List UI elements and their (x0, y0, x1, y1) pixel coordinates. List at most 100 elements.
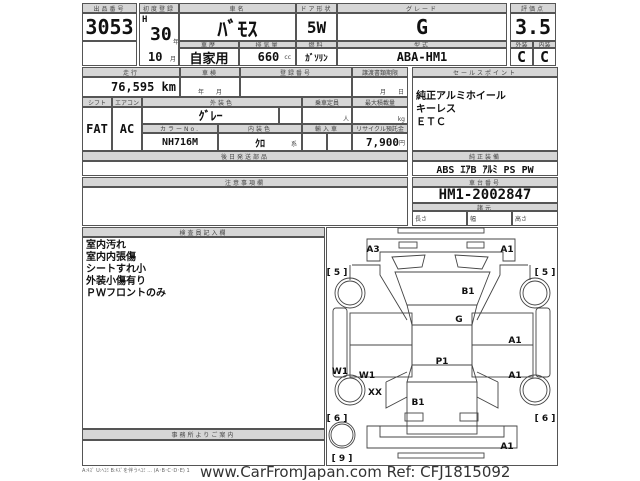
inspection-expiry: 年 月 (180, 77, 240, 97)
interior-color-value: ｸﾛ (255, 138, 265, 150)
rear-hatch (406, 381, 478, 435)
max-load-header: 最大積載量 (352, 97, 408, 107)
inspector-note: ＰＷフロントのみ (86, 288, 166, 299)
seats-unit: 人 (302, 107, 352, 124)
door-type: 5W (296, 13, 337, 41)
wheel-front-right (519, 277, 551, 309)
era: H (142, 15, 148, 25)
recycle-value: 7,900 (365, 135, 399, 149)
damage-mark: [ 6 ] (327, 414, 348, 424)
aircon: AC (112, 107, 142, 151)
month-unit: 月 (170, 56, 177, 63)
shift-header: シフト (82, 97, 112, 107)
import-blank-2 (327, 133, 352, 151)
inspector-note: シートすれ小 (86, 264, 146, 275)
score-header: 評価点 (510, 3, 556, 13)
exterior-grade-header: 外装 (510, 41, 533, 48)
later-parts-header: 後日発送部品 (82, 151, 408, 161)
chassis-number: HM1-2002847 (412, 187, 558, 203)
damage-mark: [ 5 ] (535, 268, 556, 278)
lot-blank (82, 41, 137, 66)
damage-mark: P1 (436, 357, 449, 367)
damage-mark: A1 (508, 336, 521, 346)
sill-left (332, 307, 348, 378)
grade: G (337, 13, 507, 41)
wheel-front-left (334, 277, 366, 309)
inspector-note: 外装小傷有り (86, 276, 146, 287)
inspector-note: 室内内張傷 (86, 252, 136, 263)
model-header: 型式 (337, 41, 507, 48)
shift: FAT (82, 107, 112, 151)
rear-quarter-right (476, 371, 499, 409)
office-notes-header: 事務所よりご案内 (82, 429, 325, 440)
registration-header: 初度登録 (139, 3, 179, 13)
displacement-unit: cc (284, 53, 291, 61)
damage-mark: A1 (500, 442, 513, 452)
interior-grade-header: 内装 (533, 41, 556, 48)
aircon-header: エアコン (112, 97, 142, 107)
auction-score: 3.5 (510, 13, 556, 41)
exterior-grade: C (510, 48, 533, 66)
watermark: www.CarFromJapan.com Ref: CFJ1815092 (200, 463, 511, 481)
rear-bumper (366, 425, 518, 449)
document-deadline: 月 日 (352, 77, 408, 97)
year-unit: 年 (173, 39, 179, 46)
document-deadline-header: 譲渡書類期限 (352, 67, 408, 77)
reg-month: 10 (148, 50, 163, 64)
displacement-header: 排気量 (239, 41, 296, 48)
headlight-right (466, 241, 485, 249)
lot-number: 3053 (82, 13, 137, 41)
damage-mark: [ 5 ] (327, 268, 348, 278)
spare-tire (328, 421, 356, 449)
color-number: NH716M (142, 133, 218, 151)
inspector-note: 室内汚れ (86, 240, 126, 251)
hood (394, 271, 491, 306)
damage-mark: W1 (359, 371, 375, 381)
sales-points-header: セールスポイント (412, 67, 558, 77)
plate-header: 登録番号 (240, 67, 352, 77)
legend-footer: A:ｷｽﾞ U:ﾍｺﾐ B:ｷｽﾞを伴うﾍｺﾐ ... (A･B･C･D･E) … (82, 468, 190, 474)
sales-points: 純正アルミホイール キーレス ＥＴＣ (412, 77, 558, 151)
import-blank-1 (302, 133, 327, 151)
damage-mark: W1 (332, 367, 348, 377)
displacement-value: 660 (257, 50, 280, 64)
windshield (406, 304, 478, 326)
taillight-right (459, 412, 479, 422)
rear-quarter-left (385, 371, 408, 409)
damage-mark: [ 6 ] (535, 414, 556, 424)
width: 幅 (467, 211, 512, 226)
history-header: 車歴 (179, 41, 239, 48)
front-fender-left (349, 264, 408, 321)
inspector-notes: 室内汚れ 室内内張傷 シートすれ小 外装小傷有り ＰＷフロントのみ (82, 237, 325, 429)
damage-mark: B1 (461, 287, 474, 297)
registration-date: H 30 年 10 月 (139, 13, 179, 66)
front-bumper (366, 238, 516, 262)
wheel-rear-left (334, 374, 366, 406)
car-name: ﾊﾞﾓｽ (179, 13, 296, 41)
taillight-left (404, 412, 424, 422)
equipment-header: 純正装備 (412, 151, 558, 161)
sales-point: 純正アルミホイール (416, 91, 506, 102)
exterior-color: ｸﾞﾚｰ (142, 107, 279, 124)
sales-point: ＥＴＣ (416, 117, 446, 128)
exterior-color-header: 外装色 (142, 97, 302, 107)
caution-notes (82, 187, 408, 226)
reg-year: 30 (150, 24, 172, 45)
car-name-header: 車名 (179, 3, 296, 13)
chassis-header: 車台番号 (412, 177, 558, 187)
usage-history: 自家用 (179, 48, 239, 66)
lot-header: 出品番号 (82, 3, 137, 13)
damage-mark: A3 (366, 245, 379, 255)
length: 長さ (412, 211, 467, 226)
mileage: 76,595 km (82, 77, 180, 97)
interior-color: ｸﾛ 系 (218, 133, 302, 151)
grade-header: グレード (337, 3, 507, 13)
height: 高さ (512, 211, 558, 226)
inspector-notes-header: 検査員記入欄 (82, 227, 325, 237)
damage-mark: B1 (411, 398, 424, 408)
load-unit: kg (352, 107, 408, 124)
color-blank (279, 107, 302, 124)
damage-mark: A1 (500, 245, 513, 255)
